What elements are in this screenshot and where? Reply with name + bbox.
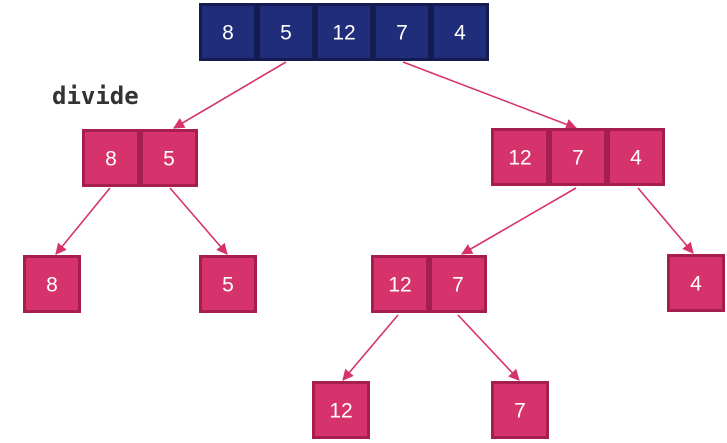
array-cell-value: 8 <box>222 22 234 45</box>
array-cell-value: 4 <box>690 273 702 296</box>
array-cell <box>429 255 487 313</box>
array-cell <box>667 254 725 312</box>
split-arrow <box>457 314 520 381</box>
edges <box>55 61 694 381</box>
array-cell-value: 8 <box>46 274 58 297</box>
array-cell <box>373 3 431 61</box>
array-cell <box>257 3 315 61</box>
array-cell-value: 7 <box>572 147 584 170</box>
array-cell-value: 8 <box>105 148 117 171</box>
array-cell <box>607 128 665 186</box>
split-arrow <box>342 314 399 381</box>
array-cell <box>199 3 257 61</box>
array-cell <box>312 381 370 439</box>
array-cell-value: 7 <box>396 22 408 45</box>
array-cell-value: 5 <box>222 274 234 297</box>
array-cell-value: 4 <box>454 22 466 45</box>
array-cell <box>199 255 257 313</box>
array-cell-value: 7 <box>452 274 464 297</box>
array-node-right-left: 12 7 <box>371 255 487 313</box>
array-node-left-left: 8 <box>23 255 81 313</box>
array-cell-value: 5 <box>280 22 292 45</box>
array-cell <box>549 128 607 186</box>
split-arrow <box>169 187 228 255</box>
array-cell <box>371 255 429 313</box>
split-arrow <box>55 187 111 255</box>
array-cell-value: 5 <box>163 148 175 171</box>
split-arrow <box>173 61 287 129</box>
split-arrow <box>402 61 578 130</box>
array-node-right-left-left: 12 <box>312 381 370 439</box>
array-cell-value: 12 <box>332 22 355 45</box>
split-arrow <box>637 187 694 254</box>
array-node-left-right: 5 <box>199 255 257 313</box>
split-arrow <box>461 187 577 255</box>
divide-label: divide <box>52 82 139 110</box>
array-cell <box>491 381 549 439</box>
array-cell-value: 12 <box>388 274 411 297</box>
array-cell <box>315 3 373 61</box>
array-cell-value: 12 <box>508 147 531 170</box>
array-cell-value: 12 <box>329 400 352 423</box>
array-node-root: 8 5 12 7 4 <box>199 3 489 61</box>
array-node-right-left-right: 7 <box>491 381 549 439</box>
array-cell <box>140 129 198 187</box>
array-node-right-right: 4 <box>667 254 725 312</box>
array-cell-value: 7 <box>514 400 526 423</box>
array-cell <box>491 128 549 186</box>
array-node-right: 12 7 4 <box>491 128 665 186</box>
array-cell <box>431 3 489 61</box>
array-cell <box>23 255 81 313</box>
array-cell <box>82 129 140 187</box>
array-cell-value: 4 <box>630 147 642 170</box>
